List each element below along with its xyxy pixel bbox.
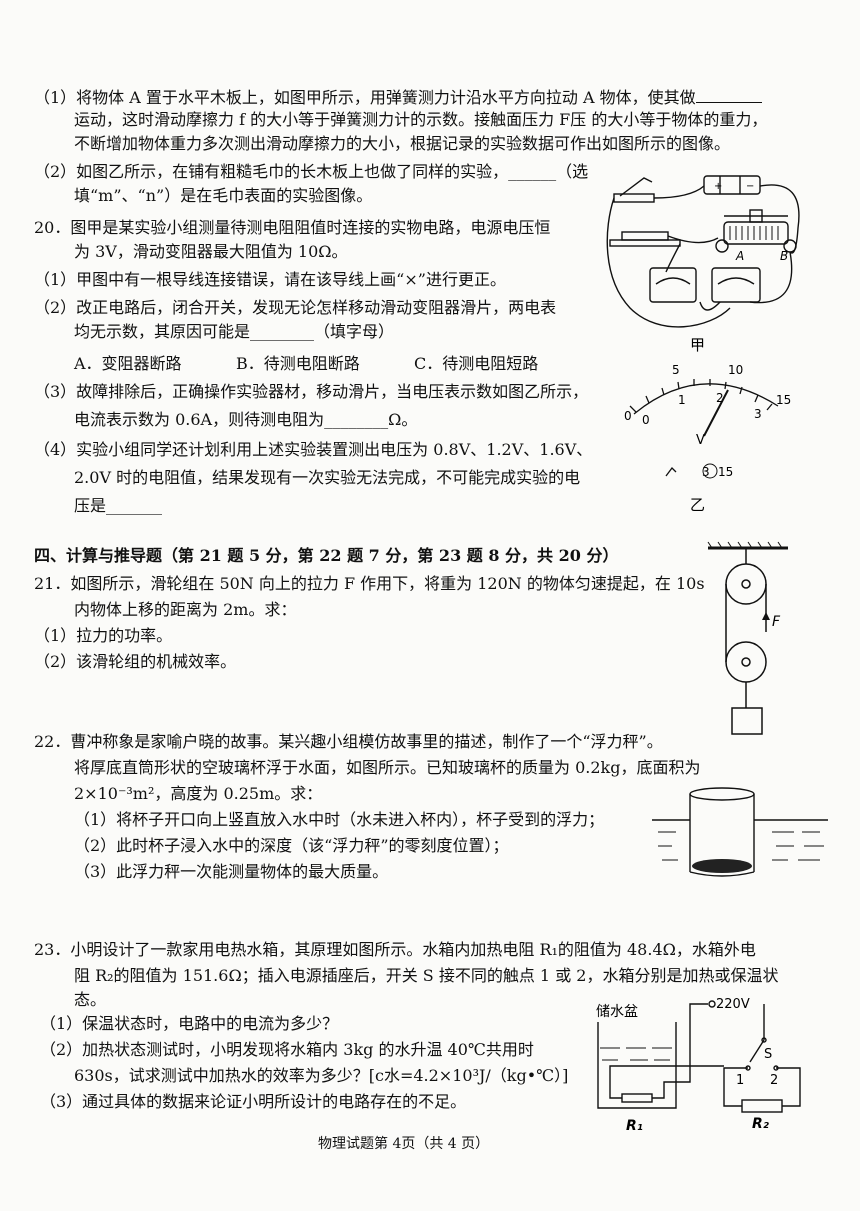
- q22-stem-line2: 将厚底直筒形状的空玻璃杯浮于水面，如图所示。已知玻璃杯的质量为 0.2kg，底面…: [74, 758, 701, 777]
- q23-part3: （3）通过具体的数据来论证小明所设计的电路存在的不足。: [40, 1092, 467, 1111]
- dial-top-label-5: 5: [672, 363, 680, 377]
- q22-part3: （3）此浮力秤一次能测量物体的最大质量。: [74, 862, 389, 881]
- switch-label: S: [764, 1047, 772, 1062]
- q23-part1: （1）保温状态时，电路中的电流为多少？: [40, 1014, 339, 1033]
- terminal-15: 15: [718, 465, 733, 479]
- q22-part1: （1）将杯子开口向上竖直放入水中时（水未进入杯内），杯子受到的浮力；: [74, 810, 605, 829]
- q21-part2: （2）该滑轮组的机械效率。: [34, 652, 237, 671]
- q20-option-a: A．变阻器断路: [74, 354, 182, 373]
- q20-stem-line1: 20．图甲是某实验小组测量待测电阻阻值时连接的实物电路，电源电压恒: [34, 218, 551, 237]
- q19-part1-line2: 运动，这时滑动摩擦力 f 的大小等于弹簧测力计的示数。接触面压力 F压 的大小等…: [74, 110, 768, 129]
- rheostat-label-b: B: [780, 249, 788, 263]
- pulley-figure: F: [707, 541, 788, 735]
- q19-part2-line2: 填“m”、“n”）是在毛巾表面的实验图像。: [74, 186, 373, 205]
- voltmeter-figure-yi: 0 5 10 15 0 1 2 3 V 3 15 乙: [624, 363, 791, 514]
- q23-stem-line2: 阻 R₂的阻值为 151.6Ω；插入电源插座后，开关 S 接不同的触点 1 或 …: [74, 966, 779, 985]
- q20-part4-line1: （4）实验小组同学还计划利用上述实验装置测出电压为 0.8V、1.2V、1.6V…: [34, 440, 593, 459]
- floating-cup-figure: [652, 787, 828, 877]
- voltage-label: 220V: [716, 997, 750, 1012]
- circuit-figure-jia: + − A B 甲: [606, 175, 800, 354]
- q20-option-c: C．待测电阻短路: [414, 354, 539, 373]
- q23-stem-line3: 态。: [74, 990, 107, 1009]
- force-label-f: F: [772, 614, 781, 630]
- dial-unit: V: [696, 433, 705, 448]
- heater-circuit-figure: 储水盆 220V S 1 2 R₁ R₂: [596, 997, 801, 1134]
- q20-option-b: B．待测电阻断路: [236, 354, 360, 373]
- r1-label: R₁: [626, 1118, 643, 1134]
- q20-part2-line2: 均无示数，其原因可能是________（填字母）: [74, 322, 395, 341]
- battery-minus: −: [746, 181, 754, 192]
- q20-part4-line3: 压是_______: [74, 496, 163, 515]
- q21-part1: （1）拉力的功率。: [34, 626, 173, 645]
- q23-part2-line1: （2）加热状态测试时，小明发现将水箱内 3kg 的水升温 40℃共用时: [40, 1040, 534, 1059]
- answer-blank[interactable]: [695, 86, 762, 103]
- q20-part1: （1）甲图中有一根导线连接错误，请在该导线上画“×”进行更正。: [34, 270, 506, 289]
- q20-part4-line2: 2.0V 时的电阻值，结果发现有一次实验无法完成，不可能完成实验的电: [74, 468, 581, 487]
- q19-part1-line1: （1）将物体 A 置于水平木板上，如图甲所示，用弹簧测力计沿水平方向拉动 A 物…: [34, 86, 762, 108]
- tank-label: 储水盆: [596, 1004, 638, 1020]
- figure-caption-yi: 乙: [690, 496, 705, 514]
- terminal-3: 3: [702, 465, 710, 479]
- q19-part2-line1: （2）如图乙所示，在铺有粗糙毛巾的长木板上也做了同样的实验，______（选: [34, 162, 589, 181]
- q22-stem-line1: 22．曹冲称象是家喻户晓的故事。某兴趣小组模仿故事里的描述，制作了一个“浮力秤”…: [34, 732, 663, 751]
- q21-stem-line2: 内物体上移的距离为 2m。求：: [74, 600, 297, 619]
- figure-caption-jia: 甲: [690, 336, 705, 354]
- q20-part2-line1: （2）改正电路后，闭合开关，发现无论怎样移动滑动变阻器滑片，两电表: [34, 298, 557, 317]
- q23-part2-line2: 630s，试求测试中加热水的效率为多少？[c水=4.2×10³J/（kg•℃）]: [74, 1066, 569, 1085]
- q22-part2: （2）此时杯子浸入水中的深度（该“浮力秤”的零刻度位置）；: [74, 836, 509, 855]
- dial-bottom-label-0: 0: [642, 413, 650, 427]
- battery-plus: +: [714, 181, 722, 192]
- rheostat-label-a: A: [735, 249, 744, 263]
- section-title: 四、计算与推导题（第 21 题 5 分，第 22 题 7 分，第 23 题 8 …: [34, 546, 619, 565]
- contact-1-label: 1: [736, 1073, 744, 1088]
- r2-label: R₂: [752, 1116, 770, 1132]
- q22-stem-line3: 2×10⁻³m²，高度为 0.25m。求：: [74, 784, 323, 803]
- q20-stem-line2: 为 3V，滑动变阻器最大阻值为 10Ω。: [74, 242, 348, 261]
- q20-part3-line1: （3）故障排除后，正确操作实验器材，移动滑片，当电压表示数如图乙所示，: [34, 382, 589, 401]
- dial-top-label-0: 0: [624, 409, 632, 423]
- page-footer: 物理试题第 4页（共 4 页）: [318, 1136, 490, 1152]
- q20-part3-line2: 电流表示数为 0.6A，则待测电阻为________Ω。: [74, 410, 418, 429]
- q21-stem-line1: 21．如图所示，滑轮组在 50N 向上的拉力 F 作用下，将重为 120N 的物…: [34, 574, 705, 593]
- dial-bottom-label-3: 3: [754, 407, 762, 421]
- contact-2-label: 2: [770, 1073, 778, 1088]
- dial-top-label-15: 15: [776, 393, 791, 407]
- dial-bottom-label-2: 2: [716, 391, 724, 405]
- q19-part1-line3: 不断增加物体重力多次测出滑动摩擦力的大小，根据记录的实验数据可作出如图所示的图像…: [74, 134, 731, 153]
- dial-bottom-label-1: 1: [678, 393, 686, 407]
- q23-stem-line1: 23．小明设计了一款家用电热水箱，其原理如图所示。水箱内加热电阻 R₁的阻值为 …: [34, 940, 756, 959]
- dial-top-label-10: 10: [728, 363, 743, 377]
